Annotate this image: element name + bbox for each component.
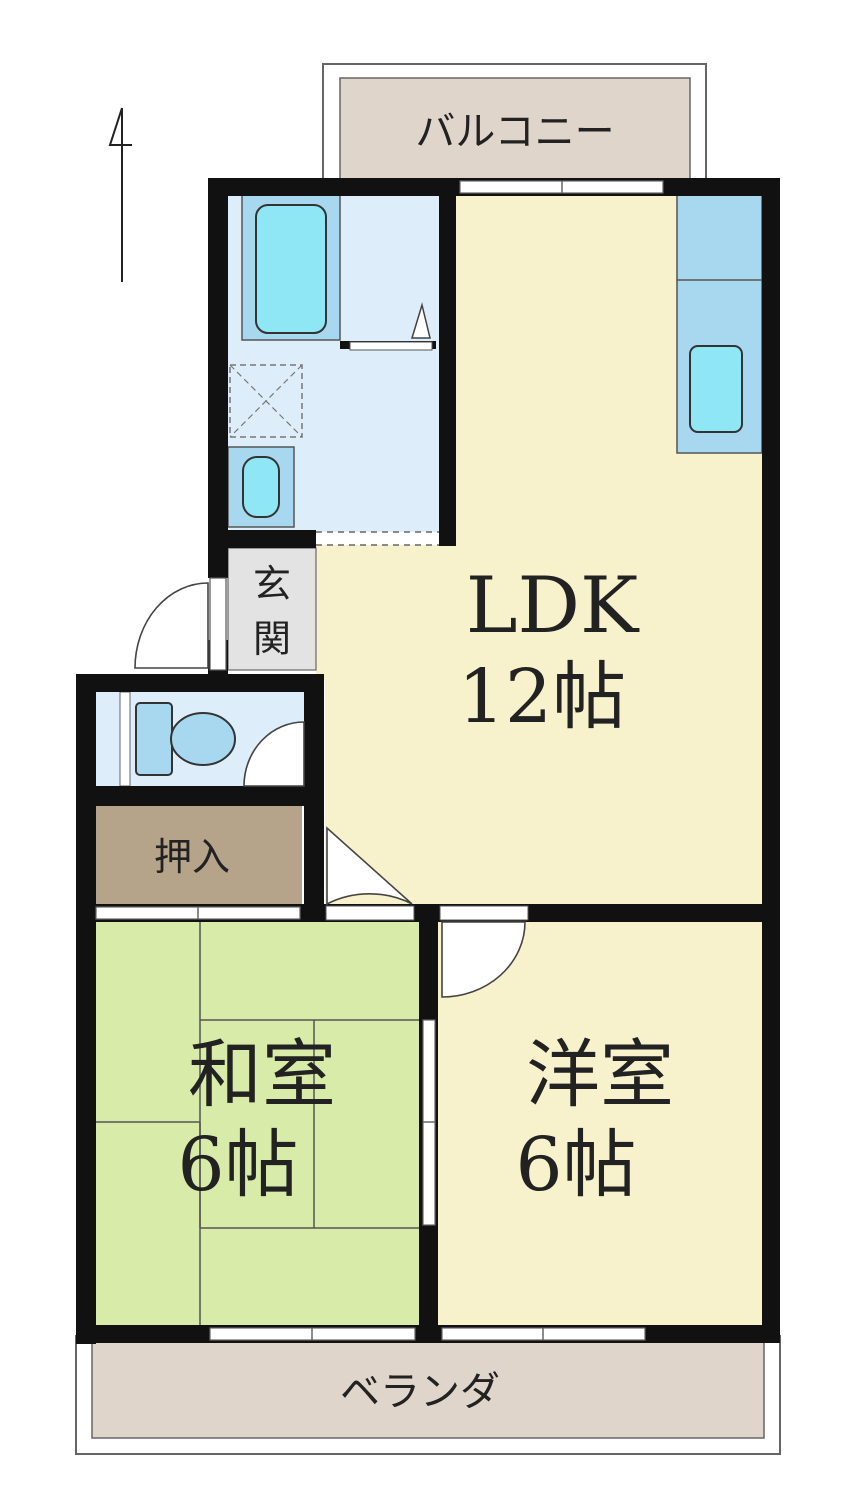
windows xyxy=(95,180,664,1341)
genkan-label-1: 玄 xyxy=(253,562,291,606)
washitsu-door-icon xyxy=(326,826,413,906)
washbasin-icon xyxy=(242,456,280,518)
washbasin xyxy=(227,446,295,528)
kitchen-sink-icon xyxy=(689,345,743,433)
balcony-label: バルコニー xyxy=(415,109,614,155)
youshitsu-size: 6帖 xyxy=(515,1122,636,1208)
washing-machine-space xyxy=(229,364,303,438)
toilet-bowl-icon xyxy=(170,712,236,766)
oshiire: 押入 xyxy=(94,806,302,904)
north-arrow-icon xyxy=(108,107,132,282)
genkan xyxy=(227,547,317,671)
balcony: バルコニー xyxy=(322,63,707,183)
genkan-label-2: 関 xyxy=(253,617,291,661)
youshitsu-room xyxy=(438,920,764,1325)
youshitsu-name: 洋室 xyxy=(526,1032,674,1118)
toilet-tank-icon xyxy=(135,702,173,776)
veranda: ベランダ xyxy=(75,1335,781,1455)
ldk-size: 12帖 xyxy=(458,654,626,740)
kitchen-counter xyxy=(676,194,763,454)
youshitsu-door-icon xyxy=(441,921,526,998)
bathroom xyxy=(241,194,436,351)
veranda-label: ベランダ xyxy=(340,1369,500,1415)
washitsu-room xyxy=(94,920,419,1325)
oshiire-label: 押入 xyxy=(154,835,230,879)
toilet-door-icon xyxy=(243,721,305,787)
tatami-lines xyxy=(94,920,419,1325)
ldk-room xyxy=(316,195,762,905)
washitsu-name: 和室 xyxy=(188,1032,336,1118)
doors xyxy=(134,577,529,998)
bath-door-icon xyxy=(410,302,431,339)
bathtub-icon xyxy=(255,204,327,334)
washitsu-size: 6帖 xyxy=(177,1122,298,1208)
ldk-name: LDK xyxy=(466,561,640,651)
entrance-door-icon xyxy=(134,582,209,669)
